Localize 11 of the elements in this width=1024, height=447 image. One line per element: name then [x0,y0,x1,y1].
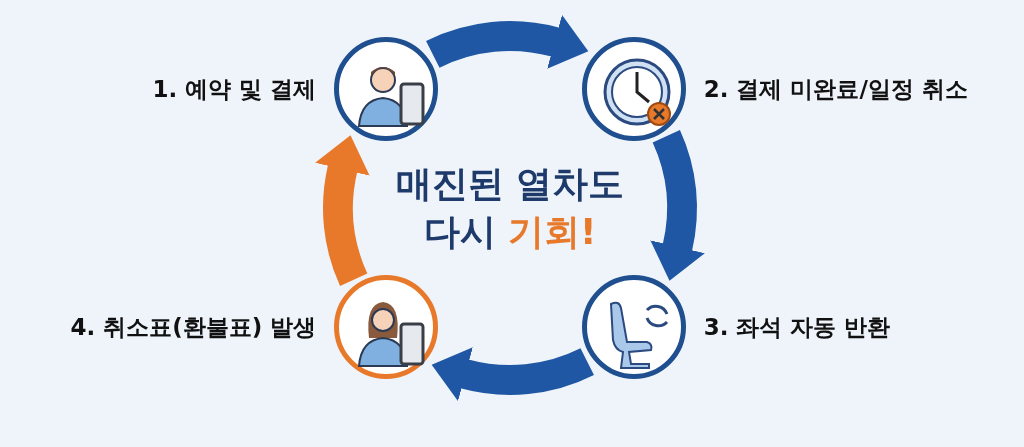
step-label: 2. 결제 미완료/일정 취소 [703,74,968,103]
headline-text: 매진된 열차도 [395,162,625,206]
headline-text: 다시 [424,210,496,254]
arrow [431,346,594,402]
arrow [314,134,371,286]
step-label: 1. 예약 및 결제 [152,74,317,103]
step-label: 4. 취소표(환불표) 발생 [70,313,317,342]
arrow [649,130,706,282]
step-label: 3. 좌석 자동 반환 [703,313,891,342]
arrow [426,14,589,70]
headline-text: 기회! [508,210,597,254]
